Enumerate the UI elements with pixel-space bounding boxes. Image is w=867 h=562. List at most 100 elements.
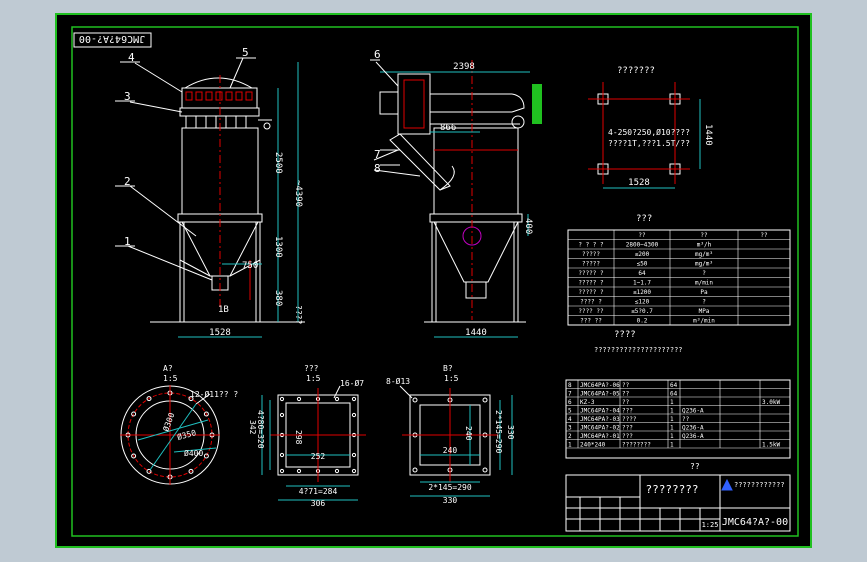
detail-b <box>399 385 513 497</box>
bom-cell: Q236-A <box>682 433 704 440</box>
detail-a-scale: 1:5 <box>163 374 178 383</box>
flange-hole <box>351 468 357 474</box>
callout-6: 6 <box>374 48 381 61</box>
plan-note-2: ????1T,???1.5T/?? <box>608 139 690 148</box>
detail-a-d3: Ø400 <box>184 448 203 458</box>
detail-a <box>120 385 220 485</box>
detail-mid-h-outer: 342 <box>248 420 257 435</box>
bom-cell: 1 <box>670 433 674 440</box>
tech-table-cell: m/min <box>695 280 713 287</box>
flange-hole <box>203 453 209 459</box>
bom-cell: JMC64PA?-01 <box>580 433 620 440</box>
detail-b-w-outer: 330 <box>443 496 458 505</box>
bom-cell: 7 <box>568 391 572 398</box>
flange-hole <box>146 468 152 474</box>
side-mid-dim: 866 <box>440 123 456 133</box>
detail-mid-h-inner: 298 <box>294 430 303 445</box>
flange-hole <box>412 467 418 473</box>
bom-cell: ??? <box>622 433 633 440</box>
front-width-dim: 1528 <box>209 328 231 338</box>
callout-4: 4 <box>128 51 135 64</box>
flange-hole <box>203 411 209 417</box>
tech-table-cell: m³/h <box>697 242 712 249</box>
tech-table-cell: ???? ?? <box>578 308 604 315</box>
callout-2: 2 <box>124 175 131 188</box>
title-block-name: ???????? <box>646 483 699 496</box>
tech-table-cell: ? ? ? ? <box>578 242 604 249</box>
side-inlet-dim: 400 <box>523 218 533 234</box>
drawing-scale: 1:25 <box>702 521 719 529</box>
flange-hole <box>279 396 285 402</box>
bom-cell: Q236-A <box>682 408 704 415</box>
bom-cell: 1 <box>670 399 674 406</box>
front-380-dim: 380 <box>273 290 283 306</box>
drawing-number: JMC64?A?-00 <box>722 517 788 528</box>
bom-cell: JMC64PA?-03 <box>580 416 620 423</box>
tech-table-cell: ????? <box>582 261 600 268</box>
flange-hole <box>188 468 194 474</box>
side-top-dim: 2398 <box>453 62 475 72</box>
code-tab: JMC64?A?-00 <box>79 33 145 44</box>
bom-cell: 240*240 <box>580 442 606 449</box>
front-outlet: 1B <box>218 305 229 315</box>
bom-cell: ?? <box>622 399 630 406</box>
flange-hole <box>279 452 285 458</box>
side-view <box>370 59 530 338</box>
front-2500-dim: 2500 <box>273 152 283 174</box>
bom-cell: ?? <box>622 382 630 389</box>
flange-hole <box>279 412 285 418</box>
flange-hole <box>334 396 340 402</box>
detail-a-d2: Ø350 <box>176 427 197 442</box>
plan-view <box>588 82 701 189</box>
tech-table-cell: Pa <box>700 289 708 296</box>
detail-mid-h-left: 4?80=320 <box>256 410 265 449</box>
bom-cell: 1 <box>670 425 674 432</box>
sheet-mark: ?? <box>690 462 700 471</box>
detail-mid <box>261 385 366 501</box>
callout-7: 7 <box>374 148 381 161</box>
callout-3: 3 <box>124 90 131 103</box>
tech-table-cell: ????? <box>582 251 600 258</box>
front-ground: ???? <box>294 305 303 324</box>
bom-cell: Q236-A <box>682 425 704 432</box>
plan-note-1: 4-250?250,Ø10???? <box>608 127 690 137</box>
bom-cell: 4 <box>568 416 572 423</box>
callout-8: 8 <box>374 162 381 175</box>
bom-cell: 3 <box>568 425 572 432</box>
tech-table-cell: ≤1200 <box>633 289 651 296</box>
front-750-dim: 750 <box>242 261 258 271</box>
detail-mid-label: ??? <box>304 364 319 373</box>
detail-mid-holes: 16-Ø7 <box>340 378 364 388</box>
bom-cell: 5 <box>568 408 572 415</box>
detail-b-h-outer: 330 <box>506 425 515 440</box>
tech-table-cell: 1~1.7 <box>633 280 651 287</box>
bom-cell: JMC64PA?-06 <box>580 382 620 389</box>
bom-cell: ?? <box>682 416 690 423</box>
tech-table-cell: 0.2 <box>637 318 648 325</box>
bom-cell: 64 <box>670 382 678 389</box>
bom-cell: ?? <box>622 391 630 398</box>
bom-cell: JMC64PA?-05 <box>580 391 620 398</box>
tech-table-cell: mg/m³ <box>695 261 713 268</box>
flange-hole <box>296 396 302 402</box>
tech-table-cell: m³/min <box>693 318 715 325</box>
bom-cell: KZ-3 <box>580 399 595 406</box>
front-1300-dim: 1300 <box>273 236 283 258</box>
tech-table-title: ??? <box>636 214 652 224</box>
bom-cell: 64 <box>670 391 678 398</box>
tech-table-cell: MPa <box>699 308 710 315</box>
inner-frame <box>71 26 799 537</box>
plan-width-dim: 1528 <box>628 178 650 188</box>
plan-height-dim: 1440 <box>703 124 713 146</box>
bom-cell: 6 <box>568 399 572 406</box>
notes-line: ????????????????????? <box>594 346 683 354</box>
bom-cell: 1 <box>568 442 572 449</box>
bom-cell: 1 <box>670 442 674 449</box>
tech-table-header-cell: ?? <box>760 232 768 239</box>
title-block <box>565 474 791 532</box>
bom-cell: ???????? <box>622 442 651 449</box>
front-view <box>115 57 305 338</box>
